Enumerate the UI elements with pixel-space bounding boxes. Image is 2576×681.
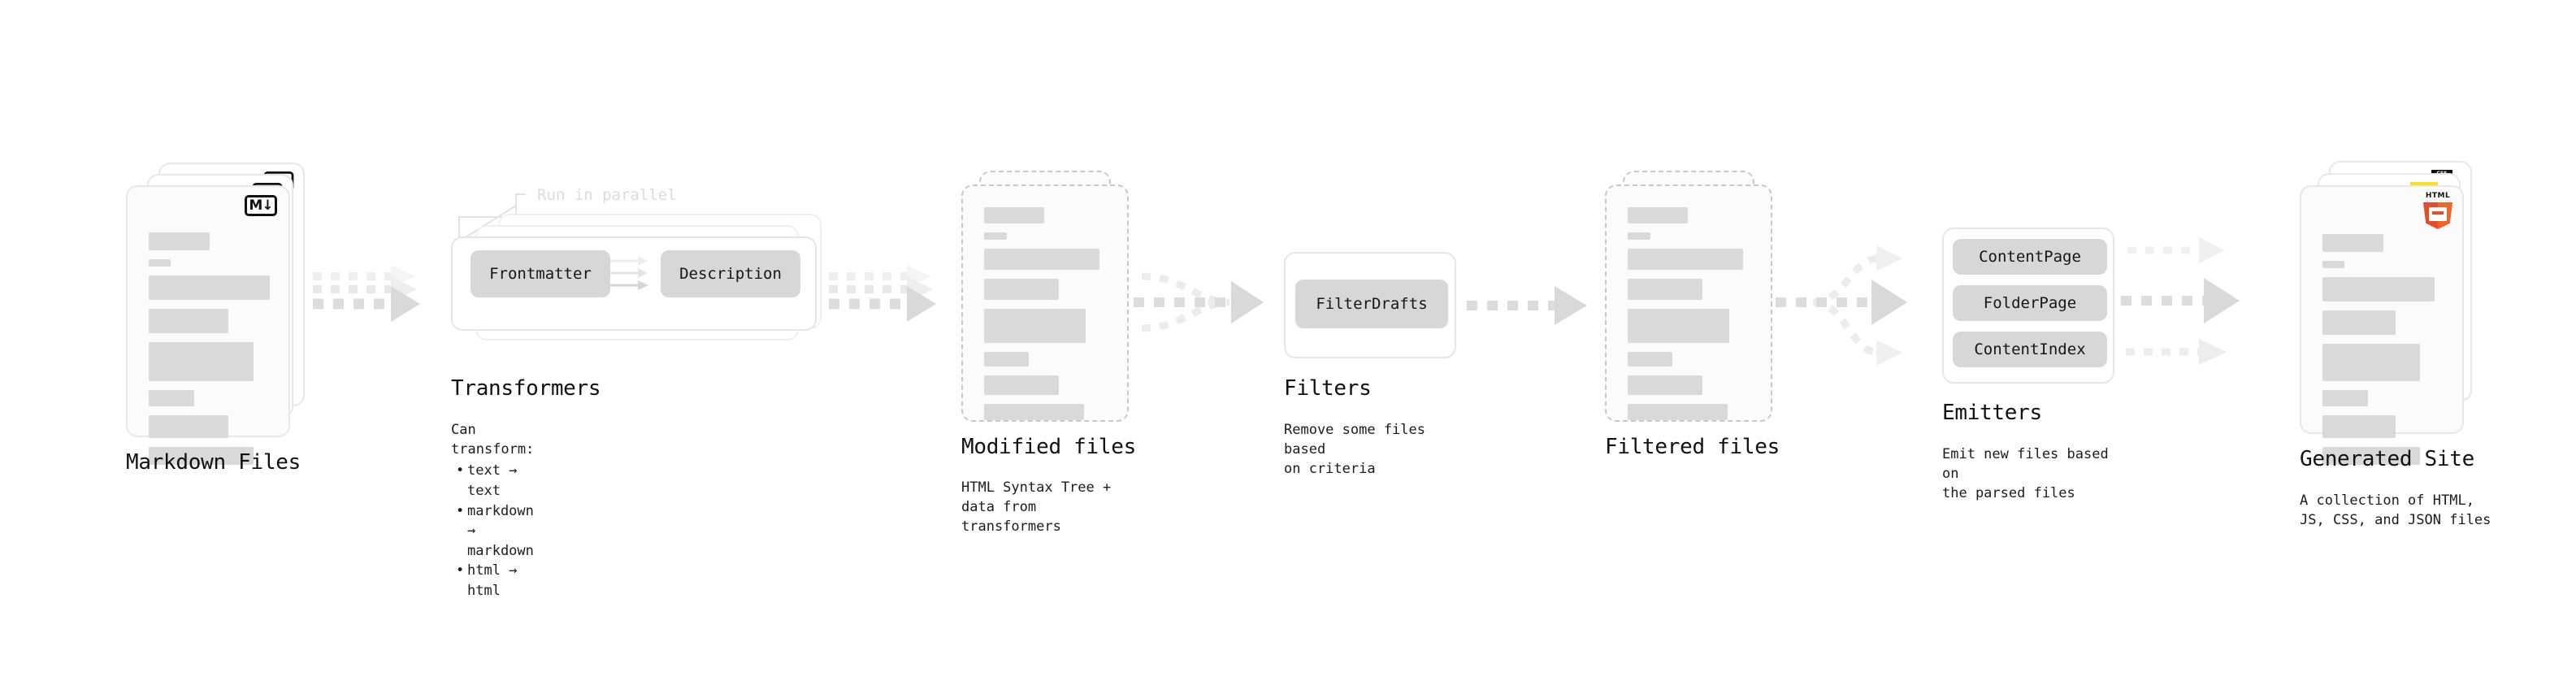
modified-card-placeholder-lines: [984, 207, 1109, 429]
markdown-card-front: M↓: [126, 185, 290, 465]
stage-subtitle-transformers: Can transform: text → text markdown → ma…: [451, 420, 534, 601]
stage-filters: FilterDrafts Filters Remove some files b…: [1284, 252, 1456, 477]
site-card-placeholder-lines: [2322, 234, 2444, 474]
modified-card-stack: [961, 171, 1140, 431]
list-item: markdown → markdown: [451, 501, 534, 562]
site-subtitle-line-2: JS, CSS, and JSON files: [2300, 512, 2491, 529]
modified-card-front: [961, 184, 1129, 422]
transformer-chip-description[interactable]: Description: [661, 250, 800, 297]
site-card-front: HTML: [2300, 185, 2464, 465]
stage-markdown-files: M↓ M↓ M↓ Markdown Files: [126, 163, 313, 475]
filter-chip-filterdrafts[interactable]: FilterDrafts: [1295, 280, 1448, 328]
filters-subtitle-line-1: Remove some files based: [1284, 422, 1425, 458]
emitter-chip-folderpage[interactable]: FolderPage: [1953, 285, 2107, 321]
connector-modified-to-filters: [1134, 272, 1264, 332]
modified-subtitle-line-1: HTML Syntax Tree +: [961, 479, 1112, 496]
stage-emitters: ContentPage FolderPage ContentIndex Emit…: [1942, 228, 2114, 501]
site-card-stack: CSS HTML: [2300, 161, 2495, 465]
markdown-icon: M↓: [245, 195, 277, 216]
stage-generated-site: CSS HTML: [2300, 161, 2495, 528]
stage-title-filtered-files: Filtered files: [1605, 435, 1780, 459]
stage-title-markdown-files: Markdown Files: [126, 450, 301, 475]
stage-title-emitters: Emitters: [1942, 401, 2042, 425]
html5-icon-label: HTML: [2425, 192, 2451, 200]
markdown-card-stack: M↓ M↓ M↓: [126, 163, 313, 465]
connector-frontmatter-to-description: [610, 256, 648, 290]
connector-markdown-to-transformers: [313, 265, 420, 322]
emitter-chip-contentindex[interactable]: ContentIndex: [1953, 332, 2107, 367]
markdown-card-placeholder-lines: [149, 232, 271, 474]
stage-filtered-files: Filtered files: [1605, 171, 1784, 459]
parallel-annotation-label: Run in parallel: [537, 186, 677, 204]
transformer-layer-front: Frontmatter Description: [451, 236, 817, 331]
stage-modified-files: Modified files HTML Syntax Tree + data f…: [961, 171, 1140, 535]
list-item: text → text: [451, 461, 534, 501]
transformer-chip-frontmatter[interactable]: Frontmatter: [471, 250, 610, 297]
stage-subtitle-modified-files: HTML Syntax Tree + data from transformer…: [961, 478, 1140, 536]
transformers-lead: Can transform:: [451, 422, 535, 458]
emitter-chip-contentpage[interactable]: ContentPage: [1953, 239, 2107, 275]
connector-filters-to-filtered: [1467, 286, 1587, 325]
stage-title-transformers: Transformers: [451, 376, 601, 401]
emitters-subtitle-line-1: Emit new files based on: [1942, 446, 2109, 483]
stage-subtitle-emitters: Emit new files based on the parsed files: [1942, 445, 2114, 503]
filtered-card-front: [1605, 184, 1772, 422]
stage-title-generated-site: Generated Site: [2300, 447, 2474, 471]
stage-title-filters: Filters: [1284, 376, 1372, 401]
filtered-card-stack: [1605, 171, 1784, 431]
connector-transformers-to-modified: [829, 265, 936, 322]
filters-group-box: FilterDrafts: [1284, 252, 1456, 358]
filters-subtitle-line-2: on criteria: [1284, 461, 1376, 478]
list-item: html → html: [451, 561, 534, 601]
filtered-card-placeholder-lines: [1628, 207, 1753, 429]
emitters-subtitle-line-2: the parsed files: [1942, 485, 2075, 502]
connector-emitters-to-site: [2121, 237, 2240, 365]
transformers-bullet-list: text → text markdown → markdown html → h…: [451, 461, 534, 601]
html5-icon: HTML: [2423, 192, 2452, 229]
emitters-group-box: ContentPage FolderPage ContentIndex: [1942, 228, 2114, 384]
stage-title-modified-files: Modified files: [961, 435, 1136, 459]
site-subtitle-line-1: A collection of HTML,: [2300, 492, 2474, 509]
stage-subtitle-filters: Remove some files based on criteria: [1284, 420, 1456, 479]
modified-subtitle-line-2: data from transformers: [961, 499, 1061, 536]
connector-filtered-to-emitters: [1776, 245, 1907, 366]
stage-subtitle-generated-site: A collection of HTML, JS, CSS, and JSON …: [2300, 491, 2491, 530]
